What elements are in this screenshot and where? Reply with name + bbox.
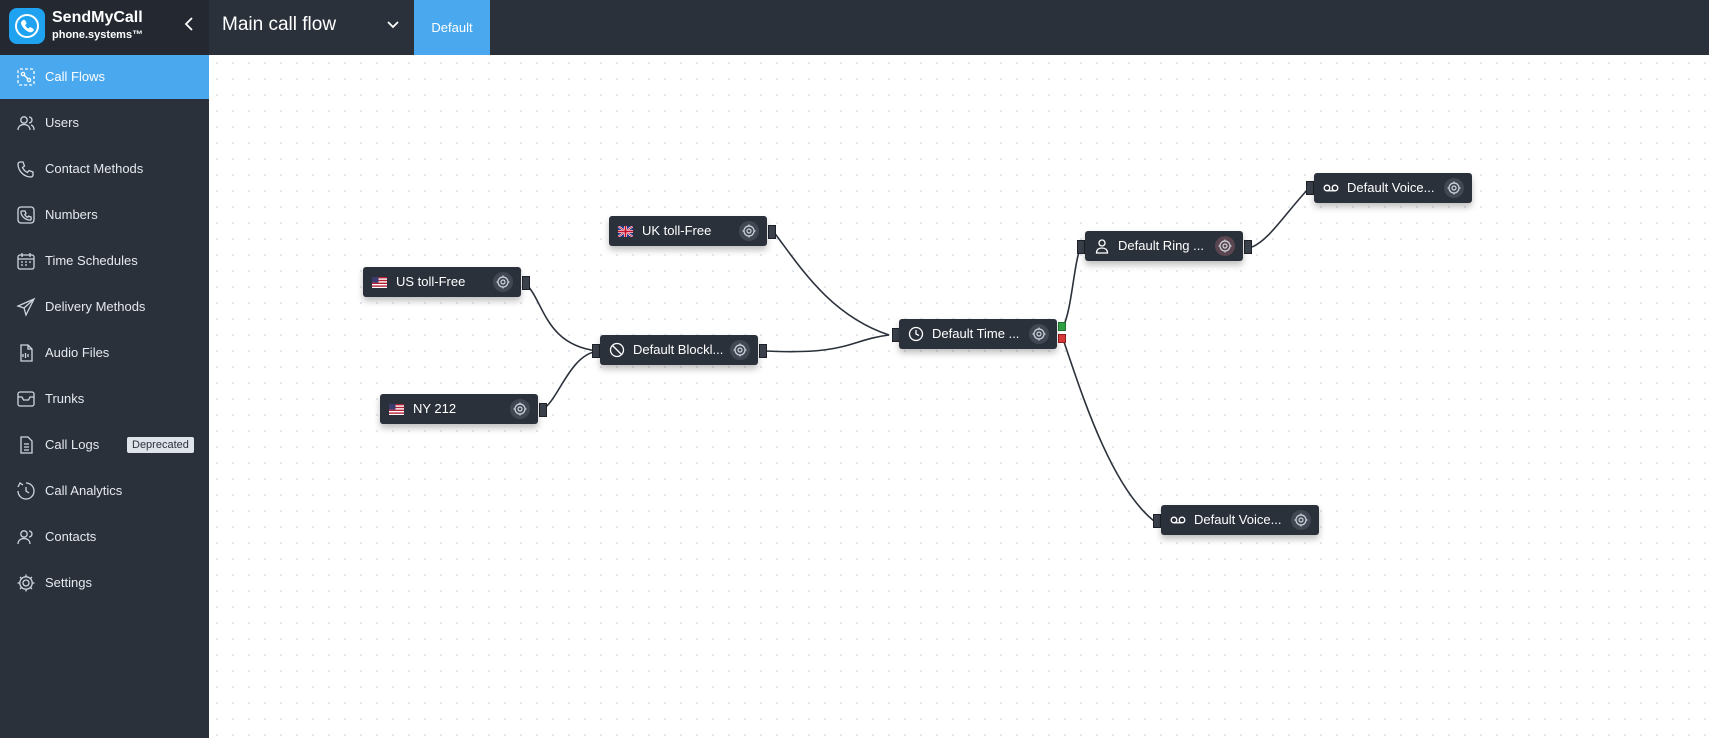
flow-node-closed-output-port[interactable] xyxy=(1058,334,1066,343)
brand: SendMyCall phone.systems™ xyxy=(0,0,209,55)
sidebar-item-contacts[interactable]: Contacts xyxy=(0,515,209,559)
flow-node-ny-212[interactable]: NY 212 xyxy=(380,394,538,424)
flow-node-input-port[interactable] xyxy=(592,344,600,358)
flow-node-label: Default Voice... xyxy=(1347,180,1435,195)
gear-icon[interactable] xyxy=(1215,236,1235,256)
flow-node-open-output-port[interactable] xyxy=(1058,322,1066,331)
edge-blocklist-to-time xyxy=(764,334,890,353)
flow-node-input-port[interactable] xyxy=(1153,514,1161,528)
user-icon xyxy=(1094,238,1110,254)
sidebar-item-numbers[interactable]: Numbers xyxy=(0,193,209,237)
sidebar-item-label: Audio Files xyxy=(45,345,110,360)
clock-icon xyxy=(908,326,924,342)
us-flag-icon xyxy=(372,276,387,288)
edge-ny-to-blocklist xyxy=(541,350,599,411)
flow-node-input-port[interactable] xyxy=(1306,181,1314,195)
deprecated-badge: Deprecated xyxy=(127,437,194,453)
sidebar-item-label: Time Schedules xyxy=(45,253,138,268)
gear-icon[interactable] xyxy=(510,399,530,419)
gear-icon[interactable] xyxy=(1444,178,1464,198)
brand-name: SendMyCall xyxy=(52,9,143,26)
flow-node-voicemail-top[interactable]: Default Voice... xyxy=(1314,173,1472,203)
gear-icon[interactable] xyxy=(1029,324,1049,344)
flow-node-ring-group[interactable]: Default Ring ... xyxy=(1085,231,1243,261)
tab-default[interactable]: Default xyxy=(414,0,490,55)
edge-us-to-blocklist xyxy=(524,282,599,352)
edge-ring-to-voicemail-top xyxy=(1251,187,1310,248)
page-title[interactable]: Main call flow xyxy=(222,14,337,35)
collapse-sidebar-chevron-left-icon[interactable] xyxy=(180,14,200,34)
sidebar: Call Flows Users Contact Methods Numbers… xyxy=(0,55,209,738)
gear-icon[interactable] xyxy=(739,221,759,241)
sidebar-item-label: Call Logs xyxy=(45,437,100,452)
sidebar-item-label: Numbers xyxy=(45,207,98,222)
edge-time-to-ring xyxy=(1062,246,1082,328)
us-flag-icon xyxy=(389,403,404,415)
flow-node-us-toll-free[interactable]: US toll-Free xyxy=(363,267,521,297)
sidebar-item-label: Call Analytics xyxy=(45,483,123,498)
voicemail-icon xyxy=(1170,512,1186,528)
sidebar-item-call-analytics[interactable]: Call Analytics xyxy=(0,469,209,513)
sidebar-item-settings[interactable]: Settings xyxy=(0,561,209,605)
flow-node-output-port[interactable] xyxy=(1244,240,1252,254)
sidebar-item-time-schedules[interactable]: Time Schedules xyxy=(0,239,209,283)
flow-node-input-port[interactable] xyxy=(1077,240,1085,254)
sidebar-item-call-flows[interactable]: Call Flows xyxy=(0,55,209,99)
sidebar-item-label: Contact Methods xyxy=(45,161,144,176)
flow-node-output-port[interactable] xyxy=(539,403,547,417)
voicemail-icon xyxy=(1323,180,1339,196)
sidebar-item-users[interactable]: Users xyxy=(0,101,209,145)
sidebar-item-call-logs[interactable]: Call Logs Deprecated xyxy=(0,423,209,467)
flow-node-label: Default Time ... xyxy=(932,326,1020,341)
call-flows-icon xyxy=(16,67,36,87)
flow-canvas[interactable]: UK toll-Free US toll-Free NY 212 Default… xyxy=(209,55,1709,738)
sidebar-item-audio-files[interactable]: Audio Files xyxy=(0,331,209,375)
flow-node-label: UK toll-Free xyxy=(642,223,712,238)
block-icon xyxy=(609,342,625,358)
flow-node-uk-toll-free[interactable]: UK toll-Free xyxy=(609,216,767,246)
sidebar-item-label: Users xyxy=(45,115,79,130)
flow-node-label: Default Blockl... xyxy=(633,342,724,357)
calendar-icon xyxy=(16,251,36,271)
sidebar-item-label: Call Flows xyxy=(45,69,105,84)
flow-node-output-port[interactable] xyxy=(768,225,776,239)
flow-node-label: NY 212 xyxy=(413,401,457,416)
call-logs-icon xyxy=(16,435,36,455)
sidebar-item-contact-methods[interactable]: Contact Methods xyxy=(0,147,209,191)
flow-node-label: Default Ring ... xyxy=(1118,238,1204,253)
sidebar-item-delivery-methods[interactable]: Delivery Methods xyxy=(0,285,209,329)
uk-flag-icon xyxy=(617,225,634,238)
flow-node-voicemail-bottom[interactable]: Default Voice... xyxy=(1161,505,1319,535)
phone-logo-icon xyxy=(9,8,45,44)
contacts-icon xyxy=(16,527,36,547)
edge-time-to-voicemail-bottom xyxy=(1062,338,1155,522)
send-icon xyxy=(16,297,36,317)
brand-subtitle: phone.systems™ xyxy=(52,29,144,41)
trunk-icon xyxy=(16,389,36,409)
flow-node-label: Default Voice... xyxy=(1194,512,1282,527)
flow-node-blocklist[interactable]: Default Blockl... xyxy=(600,335,758,365)
flow-node-label: US toll-Free xyxy=(396,274,466,289)
audio-file-icon xyxy=(16,343,36,363)
edge-uk-to-time xyxy=(772,230,890,336)
sidebar-item-label: Settings xyxy=(45,575,92,590)
gear-icon xyxy=(16,573,36,593)
flow-node-output-port[interactable] xyxy=(522,276,530,290)
sidebar-item-label: Trunks xyxy=(45,391,85,406)
users-icon xyxy=(16,113,36,133)
sidebar-item-label: Delivery Methods xyxy=(45,299,146,314)
gear-icon[interactable] xyxy=(493,272,513,292)
flow-node-time-schedule[interactable]: Default Time ... xyxy=(899,319,1057,349)
sidebar-item-label: Contacts xyxy=(45,529,97,544)
contact-methods-icon xyxy=(16,159,36,179)
flow-node-output-port[interactable] xyxy=(759,344,767,358)
gear-icon[interactable] xyxy=(1291,510,1311,530)
gear-icon[interactable] xyxy=(730,340,750,360)
chevron-down-icon[interactable] xyxy=(385,16,401,32)
numbers-icon xyxy=(16,205,36,225)
top-bar: SendMyCall phone.systems™ Main call flow… xyxy=(0,0,1709,55)
analytics-icon xyxy=(16,481,36,501)
sidebar-item-trunks[interactable]: Trunks xyxy=(0,377,209,421)
